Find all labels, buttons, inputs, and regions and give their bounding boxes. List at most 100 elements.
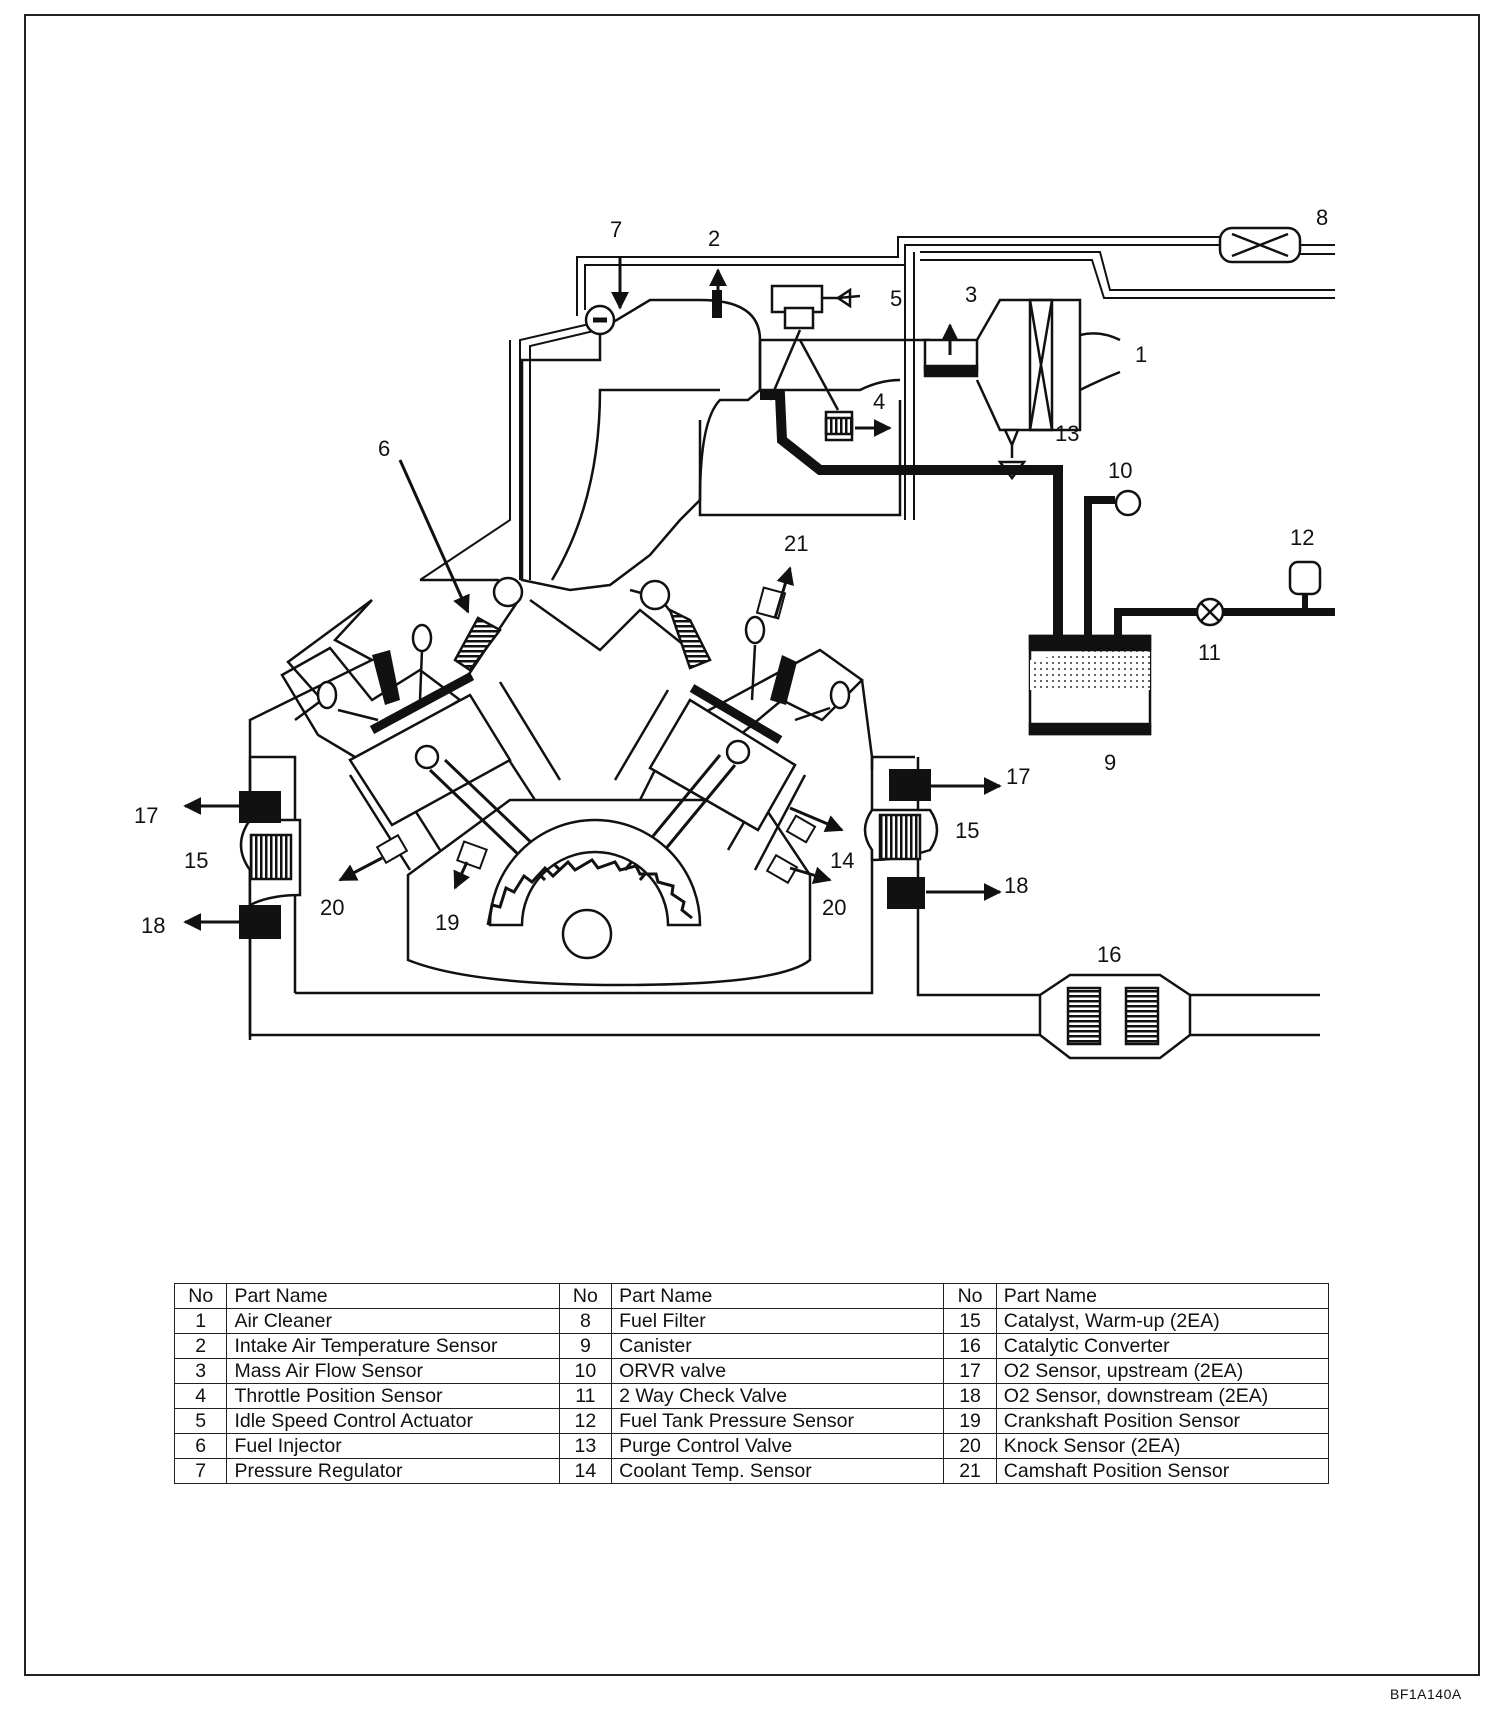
callout-8: 8 [1316,205,1328,230]
part-number-cell: 20 [943,1433,997,1459]
part-number-cell: 2 [173,1333,228,1359]
part-name-cell: Camshaft Position Sensor [995,1458,1330,1484]
callout-19: 19 [435,910,459,935]
part-number-cell: 18 [943,1383,997,1409]
warm-up-catalyst-right [863,808,939,862]
crankcase [406,798,812,987]
left-piston [348,672,512,827]
callout-20-right: 20 [822,895,846,920]
callout-5: 5 [890,286,902,311]
callout-6: 6 [378,436,390,461]
part-name-cell: O2 Sensor, downstream (2EA) [995,1383,1330,1409]
crank-trigger-wheel [486,818,702,960]
warm-up-catalyst-left [239,818,302,908]
part-name-cell: Fuel Filter [611,1308,945,1334]
part-number-cell: 21 [943,1458,997,1484]
canister-vent-line [1084,496,1335,640]
part-name-cell: Fuel Injector [226,1433,560,1459]
part-number-cell: 5 [173,1408,228,1434]
right-piston [648,684,797,832]
callout-1: 1 [1135,342,1147,367]
orvr-valve [1114,489,1142,517]
leader-arrows [183,258,1002,931]
callout-13: 13 [1055,421,1079,446]
callout-7: 7 [610,217,622,242]
knock-sensor-left [375,833,409,865]
table-header-cell: No [173,1283,228,1309]
page-frame [24,14,1480,1676]
fuel-injectors [453,607,712,672]
callout-16: 16 [1097,942,1121,967]
fuel-filter [1218,226,1302,264]
part-number-cell: 13 [558,1433,613,1459]
part-number-cell: 8 [558,1308,613,1334]
table-header-cell: Part Name [995,1283,1330,1309]
part-name-cell: Pressure Regulator [226,1458,560,1484]
part-number-cell: 11 [558,1383,613,1409]
part-name-cell: Fuel Tank Pressure Sensor [611,1408,945,1434]
callout-17-right: 17 [1006,764,1030,789]
throttle-position-sensor [798,339,854,442]
callout-14: 14 [830,848,854,873]
isc-pointer [837,294,861,300]
table-header-cell: Part Name [226,1283,560,1309]
part-name-cell: Idle Speed Control Actuator [226,1408,560,1434]
table-header-cell: No [943,1283,997,1309]
table-header-cell: No [558,1283,613,1309]
part-name-cell: Catalytic Converter [995,1333,1330,1359]
part-name-cell: ORVR valve [611,1358,945,1384]
callout-15-right: 15 [955,818,979,843]
callout-12: 12 [1290,525,1314,550]
o2-sensor-downstream-left [239,905,281,939]
callout-labels: 1 2 3 4 5 6 7 8 9 10 11 12 13 14 15 15 1… [134,205,1328,967]
part-number-cell: 17 [943,1358,997,1384]
part-number-cell: 7 [173,1458,228,1484]
callout-3: 3 [965,282,977,307]
part-name-cell: Intake Air Temperature Sensor [226,1333,560,1359]
knock-sensor-right [765,853,799,885]
part-number-cell: 1 [173,1308,228,1334]
figure-code: BF1A140A [1390,1686,1462,1702]
part-name-cell: 2 Way Check Valve [611,1383,945,1409]
part-name-cell: Knock Sensor (2EA) [995,1433,1330,1459]
part-name-cell: O2 Sensor, upstream (2EA) [995,1358,1330,1384]
spark-plugs [372,650,797,705]
idle-speed-control-actuator [768,284,852,401]
part-name-cell: Throttle Position Sensor [226,1383,560,1409]
fuel-lines [419,236,1335,581]
part-number-cell: 15 [943,1308,997,1334]
crankshaft [561,908,613,960]
crankshaft-position-sensor [456,840,488,870]
o2-sensor-downstream-right [887,877,925,909]
callout-15-left: 15 [184,848,208,873]
part-number-cell: 16 [943,1333,997,1359]
callout-10: 10 [1108,458,1132,483]
callout-20-left: 20 [320,895,344,920]
callout-18-left: 18 [141,913,165,938]
callout-9: 9 [1104,750,1116,775]
o2-sensor-upstream-right [889,769,931,801]
callout-17-left: 17 [134,803,158,828]
part-number-cell: 4 [173,1383,228,1409]
part-name-cell: Crankshaft Position Sensor [995,1408,1330,1434]
part-name-cell: Catalyst, Warm-up (2EA) [995,1308,1330,1334]
part-number-cell: 10 [558,1358,613,1384]
table-header-cell: Part Name [611,1283,945,1309]
callout-21: 21 [784,531,808,556]
part-number-cell: 19 [943,1408,997,1434]
part-name-cell: Coolant Temp. Sensor [611,1458,945,1484]
catalytic-converter [1038,973,1192,1060]
callout-4: 4 [873,389,885,414]
air-cleaner [975,298,1121,432]
part-name-cell: Mass Air Flow Sensor [226,1358,560,1384]
